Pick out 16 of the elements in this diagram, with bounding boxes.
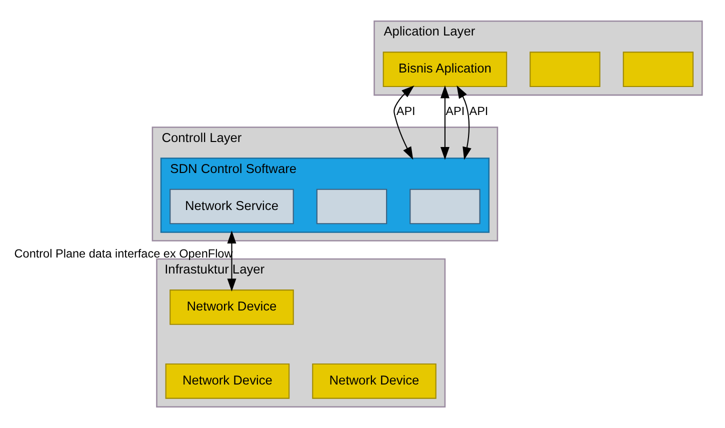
node-box: Network Device [312,363,436,399]
node-box: Network Device [169,290,294,325]
edge-label: API [445,105,464,118]
node-box: Network Service [169,188,294,224]
node-box [529,52,600,88]
arrow [440,85,449,160]
edge-label: API [396,105,415,118]
node-box [316,188,387,224]
node-box: Bisnis Aplication [382,52,507,88]
node-box: Network Device [164,363,290,399]
arrow [456,85,471,160]
edge-label: API [468,105,488,118]
node-box [622,52,694,88]
arrow [393,86,414,160]
node-box [409,188,480,224]
arrow [226,230,236,292]
